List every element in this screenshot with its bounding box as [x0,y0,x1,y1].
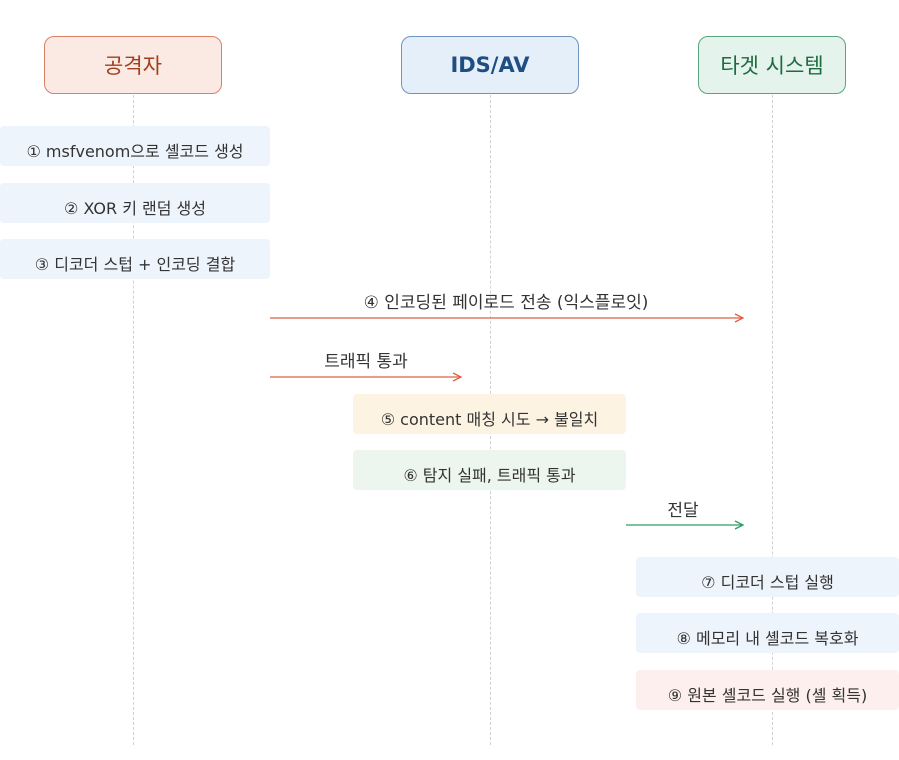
actor-ids-av-label: IDS/AV [450,53,530,77]
step-1-label: ① msfvenom으로 셸코드 생성 [26,142,244,161]
message-deliver-label: 전달 [667,501,699,521]
step-2-note: ② XOR 키 랜덤 생성 [0,183,270,223]
actor-ids-av: IDS/AV [401,36,579,94]
step-1-note: ① msfvenom으로 셸코드 생성 [0,126,270,166]
lifeline-attacker [133,95,134,745]
arrow-deliver-head [734,520,745,530]
actor-target: 타겟 시스템 [698,36,846,94]
actor-attacker-label: 공격자 [104,54,162,78]
step-6-note: ⑥ 탐지 실패, 트래픽 통과 [353,450,626,490]
step-5-note: ⑤ content 매칭 시도 → 불일치 [353,394,626,434]
step-9-label: ⑨ 원본 셸코드 실행 (셸 획득) [667,686,868,705]
step-3-label: ③ 디코더 스텁 + 인코딩 결합 [34,255,236,274]
step-5-label: ⑤ content 매칭 시도 → 불일치 [380,410,599,429]
arrow-payload-head [734,313,745,323]
actor-target-label: 타겟 시스템 [720,54,824,78]
message-traffic-label: 트래픽 통과 [324,352,408,372]
step-2-label: ② XOR 키 랜덤 생성 [64,199,206,218]
step-8-note: ⑧ 메모리 내 셸코드 복호화 [636,613,899,653]
step-6-label: ⑥ 탐지 실패, 트래픽 통과 [403,466,576,485]
step-7-label: ⑦ 디코더 스텁 실행 [701,573,834,592]
message-payload-label: ④ 인코딩된 페이로드 전송 (익스플로잇) [363,293,649,313]
step-3-note: ③ 디코더 스텁 + 인코딩 결합 [0,239,270,279]
lifeline-target [772,95,773,745]
step-8-label: ⑧ 메모리 내 셸코드 복호화 [676,629,859,648]
arrow-traffic-head [452,372,463,382]
step-9-note: ⑨ 원본 셸코드 실행 (셸 획득) [636,670,899,710]
step-7-note: ⑦ 디코더 스텁 실행 [636,557,899,597]
actor-attacker: 공격자 [44,36,222,94]
